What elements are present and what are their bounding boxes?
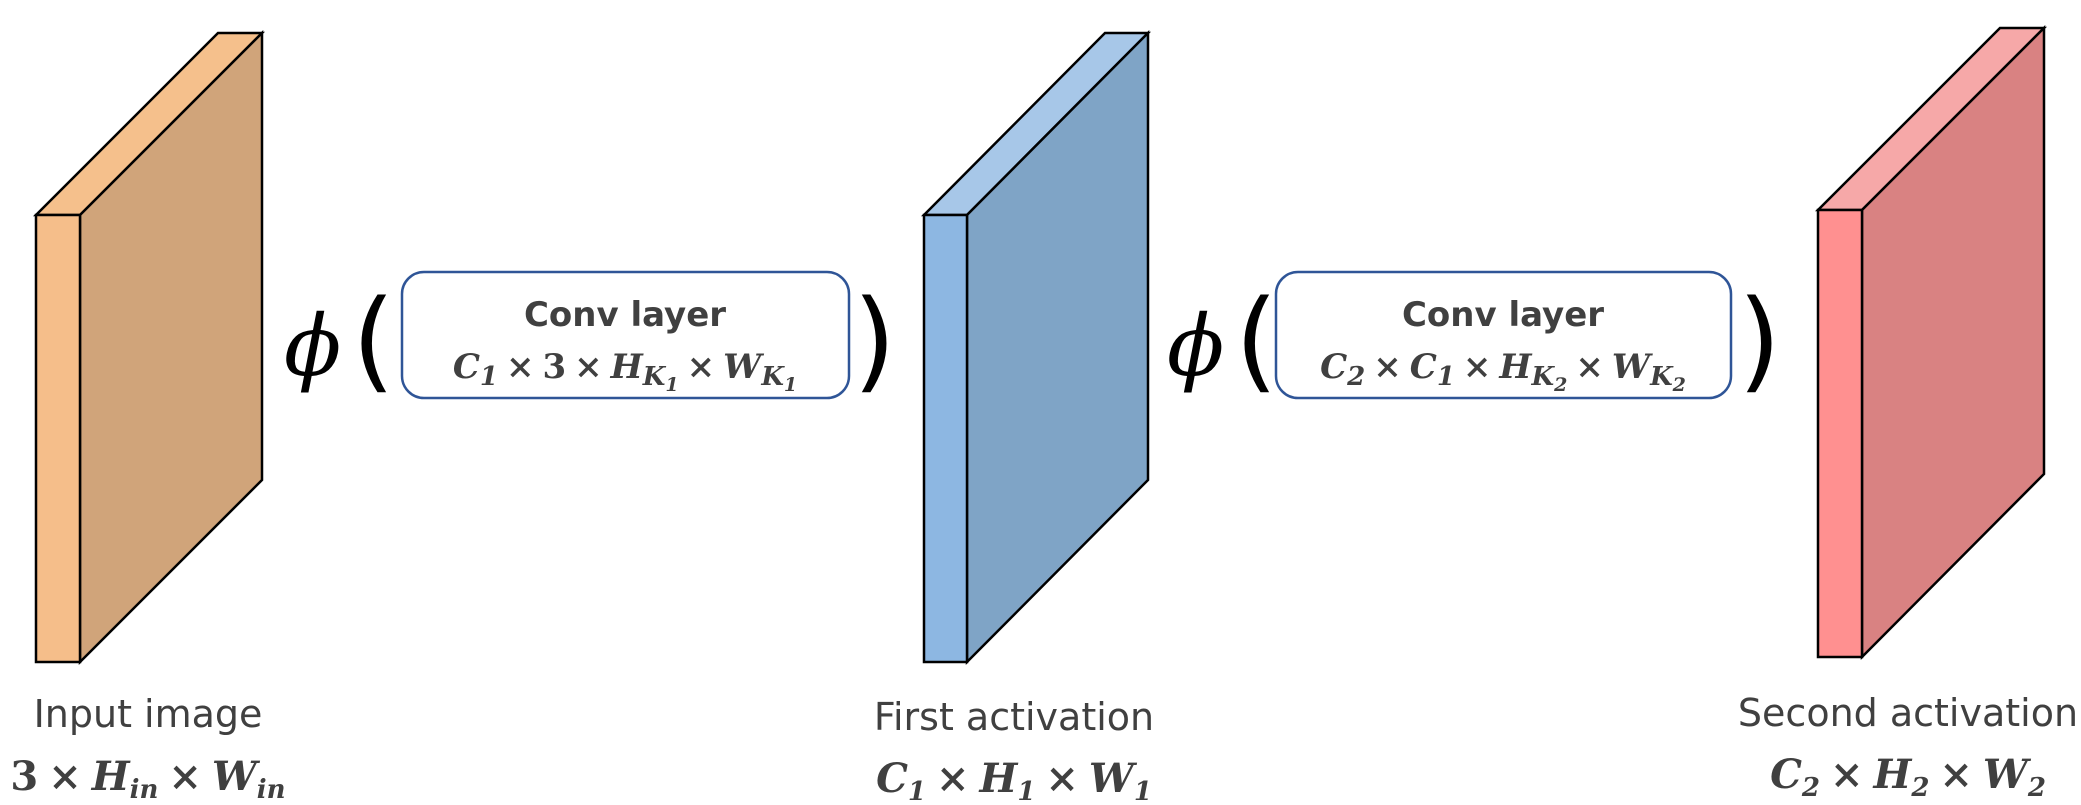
first-activation-dims: C1×H1×W1 xyxy=(876,755,1152,805)
phi-symbol-2: ϕ xyxy=(1167,297,1224,395)
phi-symbol-1: ϕ xyxy=(284,297,341,395)
open-paren-2: ( xyxy=(1235,276,1278,404)
second-activation-block xyxy=(1814,24,2048,661)
conv-layer-title-1: Conv layer xyxy=(524,295,726,335)
second-activation-front-face xyxy=(1816,208,1864,659)
input-image-front-face xyxy=(34,213,82,664)
conv-layer-box-1 xyxy=(400,270,851,400)
first-activation-caption: First activation xyxy=(874,695,1154,739)
input-image-caption: Input image xyxy=(34,692,263,736)
second-activation-caption: Second activation xyxy=(1738,691,2078,735)
second-activation-side-face xyxy=(1860,24,2046,661)
conv-layer-formula-2: C2×C1×HK2×WK2 xyxy=(1320,347,1686,396)
input-image-side-face xyxy=(78,29,264,666)
second-activation-dims: C2×H2×W2 xyxy=(1770,751,2046,803)
conv-layer-title-2: Conv layer xyxy=(1402,295,1604,335)
open-paren-1: ( xyxy=(352,276,395,404)
first-activation-side-face xyxy=(965,29,1150,666)
conv-layer-formula-1: C1×3×HK1×WK1 xyxy=(453,347,797,396)
input-image-dims: 3×Hin×Win xyxy=(10,753,285,805)
close-paren-2: ) xyxy=(1738,276,1781,404)
close-paren-1: ) xyxy=(853,276,896,404)
conv-layer-box-2 xyxy=(1274,270,1733,400)
first-activation-front-face xyxy=(922,213,969,664)
first-activation-block xyxy=(920,29,1152,666)
input-image-block xyxy=(32,29,266,666)
